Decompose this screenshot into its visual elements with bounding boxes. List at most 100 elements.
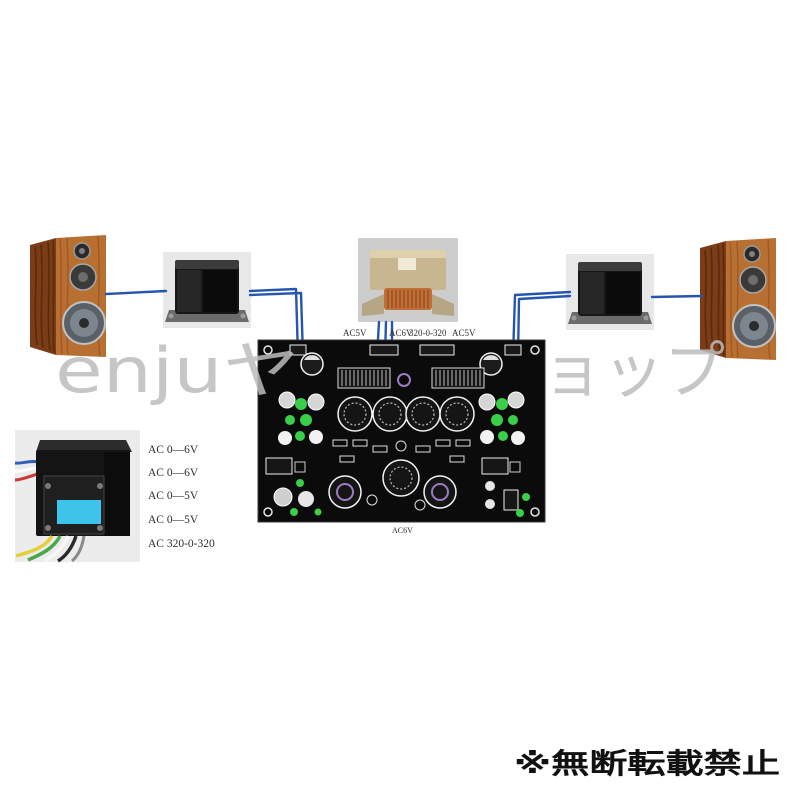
left-speaker	[30, 235, 106, 357]
green-led	[295, 431, 305, 441]
transformer-side	[177, 270, 201, 312]
speaker-front-grain	[59, 235, 101, 357]
spec-line: AC 0—6V	[148, 467, 199, 479]
green-led	[522, 493, 530, 501]
green-led	[295, 398, 307, 410]
lead-wire-yellow	[15, 535, 54, 558]
spec-line: AC 320-0-320	[148, 538, 215, 550]
midrange-dustcap	[78, 272, 88, 282]
tube-socket	[423, 475, 457, 509]
capacitor	[480, 430, 494, 444]
wire-right-output	[511, 290, 572, 359]
transformer-spec-list: AC 0—6V AC 0—6V AC 0—5V AC 0—5V AC 320-0…	[148, 444, 215, 550]
mounting-hole	[530, 345, 540, 355]
green-led	[285, 415, 295, 425]
tube-socket-inner	[431, 483, 449, 501]
small-capacitor	[395, 440, 407, 452]
terminal-block	[289, 344, 307, 356]
small-capacitor	[414, 499, 426, 511]
woofer-dustcap	[749, 321, 759, 331]
tube-socket-pins	[445, 402, 469, 426]
capacitor-marking	[304, 355, 320, 360]
tweeter-dome	[749, 251, 755, 257]
resistor	[415, 445, 431, 453]
tube-socket	[405, 396, 441, 432]
resistor-rows	[332, 439, 471, 463]
lead-wire-black	[57, 535, 78, 563]
green-led	[290, 508, 298, 516]
bolt	[168, 313, 174, 319]
watermark-right: ョップ	[542, 334, 725, 407]
watermark-left: enjuヤ	[55, 334, 300, 407]
terminal-blocks	[289, 344, 522, 356]
transformer-top-cover	[578, 262, 642, 271]
tube-sockets-bottom	[328, 459, 457, 511]
speaker-side-panel	[30, 238, 56, 355]
bolt	[571, 315, 577, 321]
transformer-label-plate	[398, 258, 416, 270]
wire-left-output	[248, 287, 300, 359]
purple-component	[397, 373, 411, 387]
heatsink	[431, 367, 485, 389]
bottom-left-components	[273, 479, 322, 516]
small-capacitor	[485, 499, 495, 509]
bolt	[45, 483, 51, 489]
label-ac6v-bottom: AC6V	[392, 526, 413, 535]
spec-line: AC 0—6V	[148, 444, 199, 456]
tube-socket-pins	[411, 402, 435, 426]
left-output-transformer	[163, 252, 251, 328]
heatsink	[337, 367, 391, 389]
connector	[503, 489, 519, 511]
lead-wire-red	[14, 472, 39, 482]
resistor	[455, 439, 471, 447]
speaker-side-grain	[704, 242, 725, 357]
tube-socket	[439, 396, 475, 432]
connector	[265, 457, 293, 475]
green-led	[300, 414, 312, 426]
capacitor	[307, 393, 325, 411]
capacitor	[507, 391, 525, 409]
filter-capacitors	[300, 352, 503, 376]
mounting-holes	[263, 345, 540, 517]
resistor	[449, 455, 465, 463]
copyright-notice: ※無断転載禁止	[514, 747, 780, 780]
right-component-cluster	[478, 391, 525, 475]
lead-wire-green	[27, 535, 62, 562]
left-component-cluster	[265, 391, 325, 475]
tube-sockets-row	[337, 396, 475, 432]
capacitor	[511, 431, 525, 445]
copper-winding-turns	[387, 290, 429, 308]
resistor	[332, 439, 348, 447]
green-led	[496, 398, 508, 410]
wire-left-speaker	[104, 289, 168, 296]
terminal-block	[369, 344, 399, 356]
terminal-block	[419, 344, 455, 356]
terminal-block	[504, 344, 522, 356]
capacitor	[273, 487, 293, 507]
tube-socket-pins	[389, 466, 413, 490]
capacitor	[278, 431, 292, 445]
mounting-bracket-left	[362, 294, 384, 316]
power-transformer	[358, 238, 458, 322]
resistor	[372, 445, 388, 453]
tube-socket-pins	[343, 402, 367, 426]
bottom-right-components	[485, 481, 530, 517]
capacitor	[278, 391, 296, 409]
label-ac5v-right: AC5V	[452, 328, 476, 338]
bolt	[97, 525, 103, 531]
spec-line: AC 0—5V	[148, 490, 199, 502]
bolt	[240, 313, 246, 319]
green-led	[296, 479, 304, 487]
tube-socket	[372, 396, 408, 432]
lead-wire-gray	[70, 535, 86, 563]
transformer-side	[580, 272, 604, 314]
transformer-front	[606, 272, 640, 314]
mounting-hole	[263, 507, 273, 517]
tube-socket	[382, 459, 420, 497]
green-led	[314, 508, 322, 516]
lead-wire-white	[14, 466, 39, 473]
tube-socket	[328, 475, 362, 509]
transformer-front	[203, 270, 237, 312]
tube-socket-pins	[378, 402, 402, 426]
tube-socket-inner	[336, 483, 354, 501]
